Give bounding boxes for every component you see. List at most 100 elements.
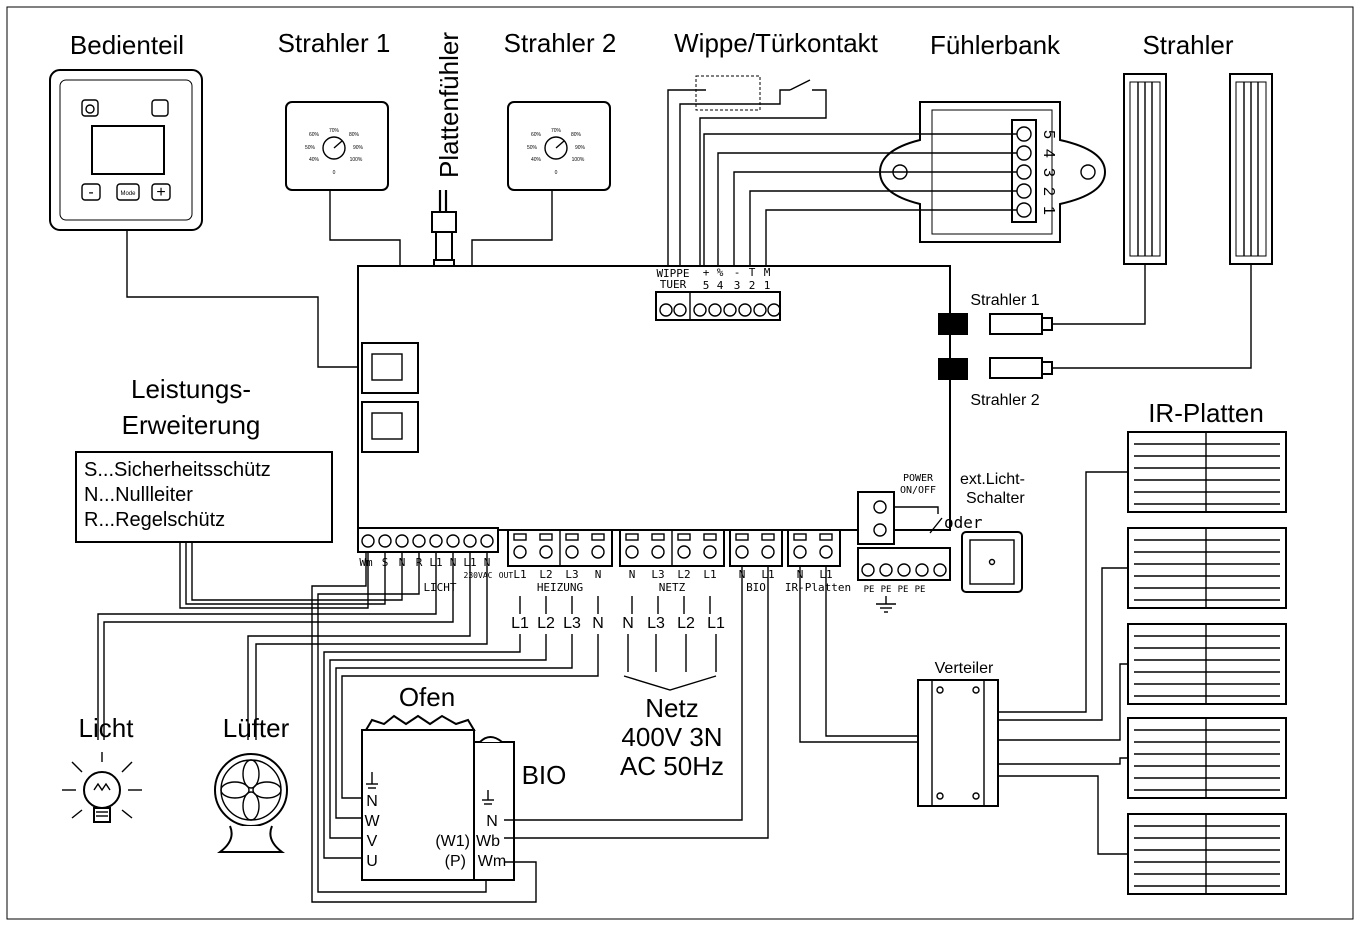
strahler-panels (1123, 73, 1273, 265)
legend-s: S...Sicherheitsschütz (84, 459, 271, 481)
title-wippe: Wippe/Türkontakt (674, 28, 879, 58)
svg-text:L2: L2 (677, 568, 690, 581)
ofen-term-u: U (366, 853, 378, 870)
power-icon (81, 99, 99, 117)
svg-text:5: 5 (1040, 130, 1057, 139)
svg-text:100%: 100% (350, 157, 363, 163)
title-strahler: Strahler (1142, 30, 1233, 60)
ofen-w1: (W1) (435, 833, 470, 850)
svg-text:M: M (764, 266, 771, 279)
luefter-label: Lüfter (223, 713, 290, 743)
title-strahler2: Strahler 2 (504, 28, 617, 58)
ir-panels (1127, 431, 1287, 895)
wippe-fuehler-terminal: WIPPE TUER + % - T M 5 4 3 2 1 (655, 266, 781, 321)
svg-text:2: 2 (1040, 187, 1057, 196)
frame (6, 6, 1354, 920)
svg-text:PE: PE (864, 585, 875, 595)
control-board (357, 265, 951, 531)
power-terminal (857, 491, 943, 545)
netz-title: Netz (645, 693, 698, 723)
heiz-wire-l1: L1 (511, 615, 529, 632)
rj-socket-1 (361, 342, 419, 394)
licht-label: Licht (79, 713, 135, 743)
strahler1-connector (938, 313, 1053, 335)
netz-wire-l3: L3 (647, 615, 665, 632)
title-strahler1: Strahler 1 (278, 28, 391, 58)
svg-text:N: N (595, 568, 602, 581)
svg-text:L3: L3 (651, 568, 664, 581)
ir-terminal: N L1 IR-Platten (785, 529, 851, 594)
svg-text:-: - (734, 266, 741, 279)
svg-text:-: - (88, 184, 93, 201)
svg-text:LICHT: LICHT (423, 581, 456, 594)
bio-label: BIO (522, 760, 567, 790)
svg-text:L1: L1 (703, 568, 716, 581)
svg-text:IR-Platten: IR-Platten (785, 581, 851, 594)
pe-terminal: PE PE PE PE (857, 547, 951, 613)
svg-text:50%: 50% (305, 145, 316, 151)
svg-text:70%: 70% (551, 128, 562, 134)
svg-text:100%: 100% (572, 157, 585, 163)
svg-text:1: 1 (1040, 206, 1057, 215)
title-plattenfuehler: Plattenfühler (434, 32, 464, 178)
svg-text:HEIZUNG: HEIZUNG (537, 581, 583, 594)
bio-terminal: N L1 BIO (729, 529, 783, 594)
netz-voltage: 400V 3N (621, 722, 722, 752)
svg-text:WIPPE: WIPPE (656, 267, 689, 280)
svg-text:40%: 40% (531, 157, 542, 163)
netz-wire-l2: L2 (677, 615, 695, 632)
svg-text:40%: 40% (309, 157, 320, 163)
plus-button (151, 183, 171, 201)
oder-label: oder (944, 513, 983, 532)
svg-text:Mode: Mode (120, 191, 136, 197)
ofen-label: Ofen (399, 682, 455, 712)
svg-text:PE: PE (881, 585, 892, 595)
strahler2-dial: 70% 60% 80% 50% 90% 40% 100% 0 (507, 101, 611, 191)
svg-text:70%: 70% (329, 128, 340, 134)
sauna-icon (151, 99, 169, 117)
svg-text:60%: 60% (309, 132, 320, 138)
ext-licht-label1: ext.Licht- (960, 471, 1025, 488)
title-fuehlerbank: Fühlerbank (930, 30, 1061, 60)
heizung-terminal: L1 L2 L3 N HEIZUNG (507, 529, 613, 594)
power-label2: ON/OFF (900, 485, 936, 496)
svg-text:PE: PE (915, 585, 926, 595)
svg-text:1: 1 (764, 279, 771, 292)
ofen-term-w: W (364, 813, 380, 830)
ofen-p: (P) (445, 853, 466, 870)
strahler1-dial: 70% 60% 80% 50% 90% 40% 100% 0 (285, 101, 389, 191)
svg-text:2: 2 (749, 279, 756, 292)
svg-text:TUER: TUER (660, 278, 687, 291)
fan-icon (214, 753, 288, 853)
power-label1: POWER (903, 473, 934, 484)
svg-text:PE: PE (898, 585, 909, 595)
minus-button (81, 183, 101, 201)
bio-term-wb: Wb (476, 833, 500, 850)
svg-text:+: + (703, 266, 710, 279)
svg-text:60%: 60% (531, 132, 542, 138)
svg-text:OUT: OUT (499, 571, 514, 580)
legend-r: R...Regelschütz (84, 509, 225, 531)
netz-wire-n: N (622, 615, 634, 632)
ofen-term-v: V (367, 833, 378, 850)
svg-text:BIO: BIO (746, 581, 766, 594)
svg-text:50%: 50% (527, 145, 538, 151)
ext-switch (961, 531, 1023, 593)
svg-text:3: 3 (1040, 168, 1057, 177)
mode-button (116, 183, 140, 201)
svg-text:0: 0 (555, 170, 558, 176)
ofen-box (361, 714, 515, 881)
svg-text:80%: 80% (349, 132, 360, 138)
svg-text:L2: L2 (539, 568, 552, 581)
leistungs-title1: Leistungs- (131, 374, 251, 404)
svg-text:4: 4 (717, 279, 724, 292)
svg-text:5: 5 (703, 279, 710, 292)
bio-term-n: N (486, 813, 498, 830)
svg-text:L3: L3 (565, 568, 578, 581)
svg-text:N: N (629, 568, 636, 581)
heiz-wire-l3: L3 (563, 615, 581, 632)
svg-text:T: T (749, 266, 756, 279)
title-bedienteil: Bedienteil (70, 30, 184, 60)
verteiler-label: Verteiler (935, 660, 994, 677)
